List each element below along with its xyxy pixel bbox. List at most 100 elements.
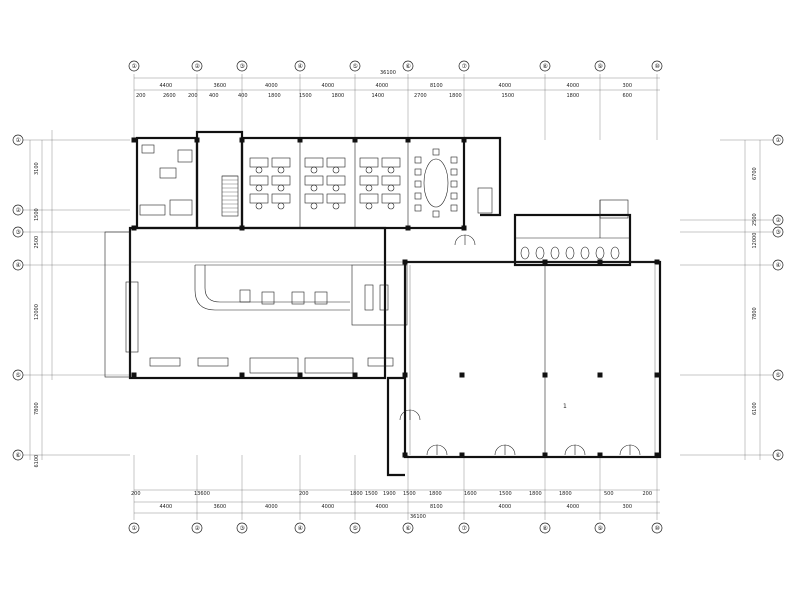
column-mark [352, 137, 358, 143]
column-mark [542, 452, 548, 458]
chair [414, 180, 422, 188]
top-dim-label-2: 1500 [299, 93, 312, 99]
door-swing [504, 444, 516, 456]
axis-bubble [236, 60, 248, 72]
axis-bubble-label: ⑥ [406, 63, 411, 70]
axis-bubble [594, 60, 606, 72]
top-dim-label-2: 600 [623, 93, 633, 99]
top-overall-dim: 36100 [380, 70, 396, 76]
axis-bubble [772, 259, 784, 271]
axis-bubble-label: ③ [776, 229, 781, 236]
axis-bubble [191, 60, 203, 72]
toilet-fixture [580, 246, 590, 260]
axis-bubble [236, 522, 248, 534]
axis-bubble [651, 522, 663, 534]
bottom-overall-dim: 36100 [410, 514, 426, 520]
right-dim-label: 6100 [752, 402, 758, 415]
column-mark [131, 372, 137, 378]
axis-bubble-label: ⑧ [543, 63, 548, 70]
left-dim-label: 7800 [34, 402, 40, 415]
top-dim-label: 8100 [430, 83, 443, 89]
column-mark [542, 372, 548, 378]
chair [450, 156, 458, 164]
axis-bubble [12, 226, 24, 238]
column-mark [461, 137, 467, 143]
top-dim-label: 4000 [499, 83, 512, 89]
left-dim-label: 12000 [34, 304, 40, 320]
chair [450, 192, 458, 200]
bottom-dim-label-2: 300 [623, 504, 633, 510]
axis-bubble-label: ⑥ [776, 452, 781, 459]
axis-bubble [12, 134, 24, 146]
bottom-dim-label: 1500 [499, 491, 512, 497]
left-dim-label: 3100 [34, 162, 40, 175]
axis-bubble [458, 522, 470, 534]
top-dim-label-2: 200 [136, 93, 146, 99]
top-dim-label-2: 2600 [163, 93, 176, 99]
axis-bubble [594, 522, 606, 534]
toilet-fixture [535, 246, 545, 260]
column-mark [402, 452, 408, 458]
axis-bubble-label: ② [776, 217, 782, 224]
column-mark [402, 372, 408, 378]
top-dim-label: 3600 [214, 83, 227, 89]
right-dim-label: 6700 [752, 167, 758, 180]
axis-bubble-label: ④ [776, 262, 781, 269]
column-mark [194, 137, 200, 143]
column-mark [131, 225, 137, 231]
bottom-dim-label: 13600 [194, 491, 210, 497]
top-dim-label-2: 1800 [268, 93, 281, 99]
top-dim-label: 4000 [376, 83, 389, 89]
axis-bubble-label: ② [16, 207, 22, 214]
axis-bubble [772, 369, 784, 381]
office-chair [255, 166, 263, 174]
axis-bubble-label: ⑥ [16, 452, 21, 459]
top-dim-label-2: 400 [209, 93, 219, 99]
left-dim-label: 2500 [34, 236, 40, 249]
axis-bubble-label: ③ [240, 525, 245, 532]
axis-bubble-label: ① [776, 137, 781, 144]
office-desk [359, 193, 379, 204]
left-dim-label: 1500 [34, 208, 40, 221]
door-swing [464, 234, 476, 246]
office-chair [310, 202, 318, 210]
axis-bubble [772, 226, 784, 238]
axis-bubble [12, 449, 24, 461]
office-desk [249, 193, 269, 204]
top-dim-label-2: 400 [238, 93, 248, 99]
office-chair [387, 166, 395, 174]
office-chair [332, 166, 340, 174]
office-desk [326, 175, 346, 186]
column-mark [459, 452, 465, 458]
bottom-dim-label: 1500 [403, 491, 416, 497]
chair [432, 210, 440, 218]
axis-bubble-label: ⑨ [598, 525, 603, 532]
bottom-dim-label-2: 4000 [567, 504, 580, 510]
axis-bubble [539, 60, 551, 72]
top-dim-label-2: 1400 [372, 93, 385, 99]
chair [450, 168, 458, 176]
door-swing [409, 409, 421, 421]
axis-bubble-label: ② [195, 525, 201, 532]
column-mark [459, 372, 465, 378]
office-chair [310, 166, 318, 174]
door-swing [574, 444, 586, 456]
top-dim-label: 4000 [322, 83, 335, 89]
office-desk [271, 157, 291, 168]
column-mark [352, 372, 358, 378]
top-dim-label-2: 1800 [449, 93, 462, 99]
top-dim-label: 4000 [265, 83, 278, 89]
axis-bubble-label: ⑦ [462, 525, 468, 532]
column-mark [131, 137, 137, 143]
bottom-dim-label-2: 4400 [160, 504, 173, 510]
bottom-dim-label-2: 4000 [376, 504, 389, 510]
axis-bubble-label: ③ [16, 229, 21, 236]
office-chair [365, 184, 373, 192]
office-chair [365, 166, 373, 174]
top-dim-label: 4000 [567, 83, 580, 89]
door-swing [494, 444, 506, 456]
